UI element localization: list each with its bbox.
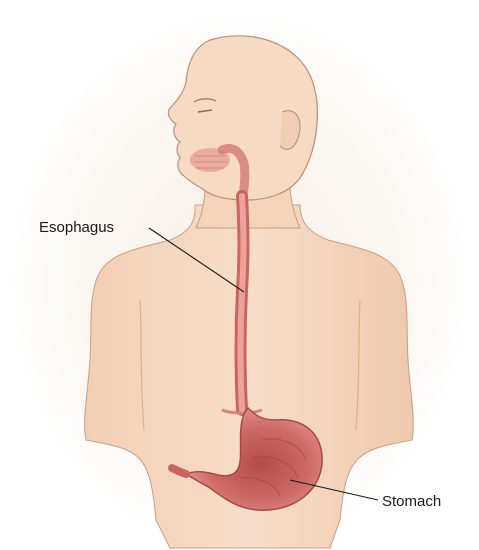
stomach-label: Stomach	[382, 493, 441, 510]
esophagus-highlight	[241, 196, 244, 410]
esophagus-label: Esophagus	[39, 219, 114, 236]
